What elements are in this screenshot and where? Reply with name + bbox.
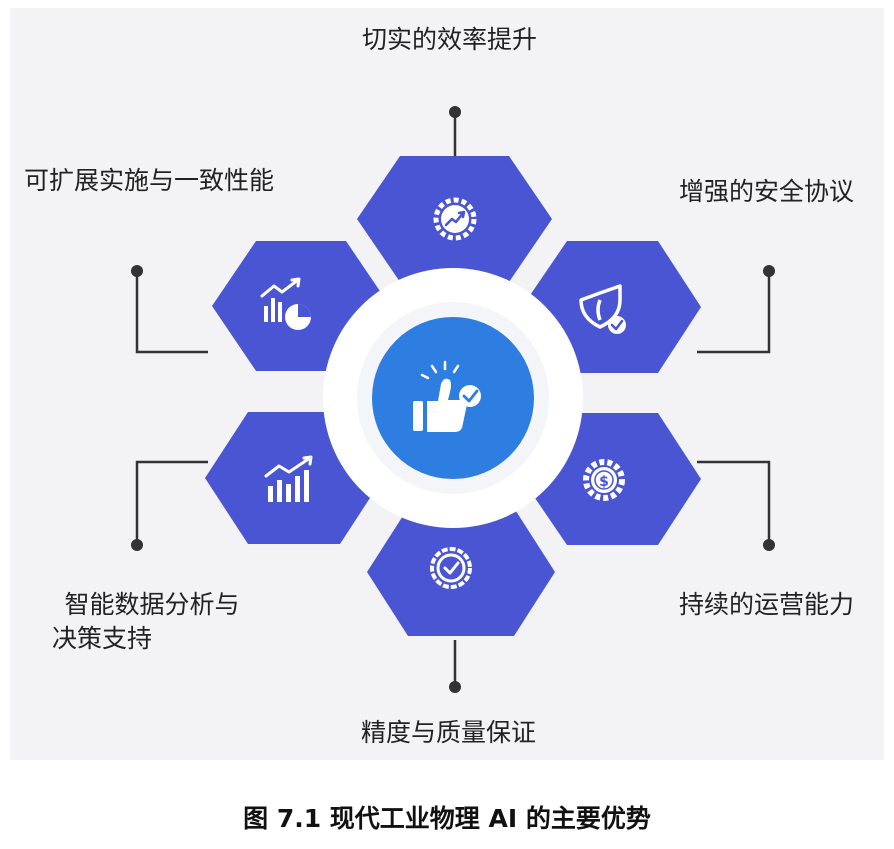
- dollar-gear-icon: $: [583, 459, 625, 501]
- label-lower-right: 持续的运营能力: [679, 590, 855, 619]
- connector-top-dot: [449, 106, 461, 118]
- connector-lower-right-dot: [763, 539, 775, 551]
- connector-lower-left: [135, 460, 208, 545]
- connector-lower-right: [697, 460, 771, 545]
- label-lower-left-line1: 智能数据分析与: [64, 590, 240, 619]
- connector-bottom-dot: [449, 681, 461, 693]
- shield-check-icon: [579, 284, 626, 334]
- bar-chart-trend-icon: [264, 455, 313, 502]
- label-upper-right: 增强的安全协议: [679, 177, 855, 206]
- center-disk: [372, 317, 534, 479]
- label-lower-left: 智能数据分析与 决策支持: [52, 588, 252, 656]
- connector-upper-right-dot: [763, 265, 775, 277]
- chart-pie-icon: [260, 277, 311, 330]
- gear-trend-icon: [433, 197, 477, 241]
- connector-upper-left: [135, 271, 208, 354]
- connector-upper-left-dot: [131, 265, 143, 277]
- label-bottom: 精度与质量保证: [361, 718, 537, 747]
- connector-lower-left-dot: [131, 539, 143, 551]
- label-upper-left: 可扩展实施与一致性能: [24, 166, 275, 195]
- badge-check-icon: [430, 547, 472, 589]
- connectors: [131, 106, 775, 693]
- figure-caption: 图 7.1 现代工业物理 AI 的主要优势: [243, 804, 651, 833]
- hexagon-bottom: [367, 508, 555, 636]
- connector-upper-right: [697, 271, 771, 354]
- label-top: 切实的效率提升: [362, 25, 538, 54]
- svg-text:$: $: [599, 474, 609, 490]
- thumbs-up-check-icon: [413, 360, 481, 432]
- label-lower-left-line2: 决策支持: [52, 624, 153, 653]
